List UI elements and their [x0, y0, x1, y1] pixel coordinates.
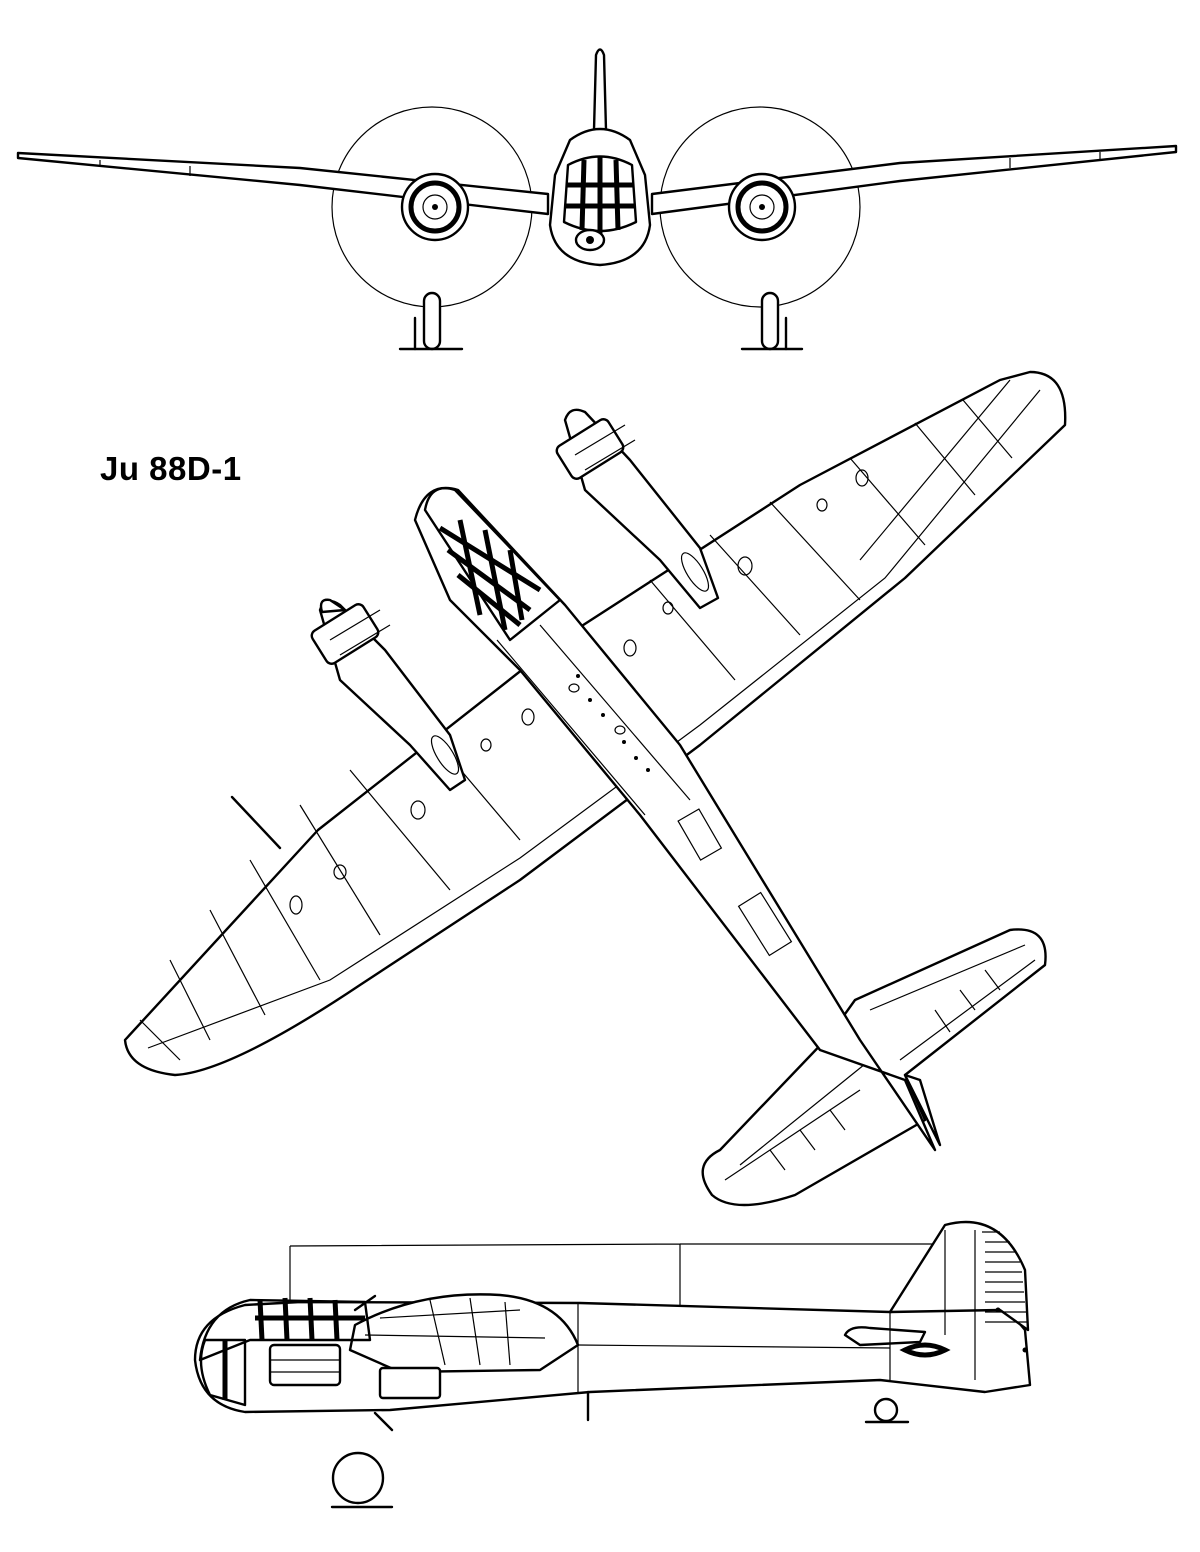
front-left-engine [400, 172, 470, 242]
front-right-engine [727, 172, 797, 242]
side-engine-nacelle [348, 1293, 580, 1374]
front-tail-fin [592, 48, 608, 132]
side-tail-fin [888, 1220, 1030, 1332]
top-left-engine-nacelle [310, 598, 467, 792]
top-fuselage [413, 486, 937, 1152]
front-left-landing-gear [398, 291, 464, 351]
front-right-landing-gear [740, 291, 804, 351]
side-tail-wheel [864, 1397, 910, 1424]
side-view [193, 1220, 1032, 1509]
top-right-engine-nacelle [555, 408, 720, 610]
side-main-wheel [330, 1451, 394, 1509]
front-right-wing [650, 144, 1178, 216]
front-left-wing [16, 151, 550, 216]
top-view [123, 370, 1067, 1207]
aircraft-designation-title: Ju 88D-1 [100, 450, 242, 487]
front-view [16, 48, 1178, 351]
